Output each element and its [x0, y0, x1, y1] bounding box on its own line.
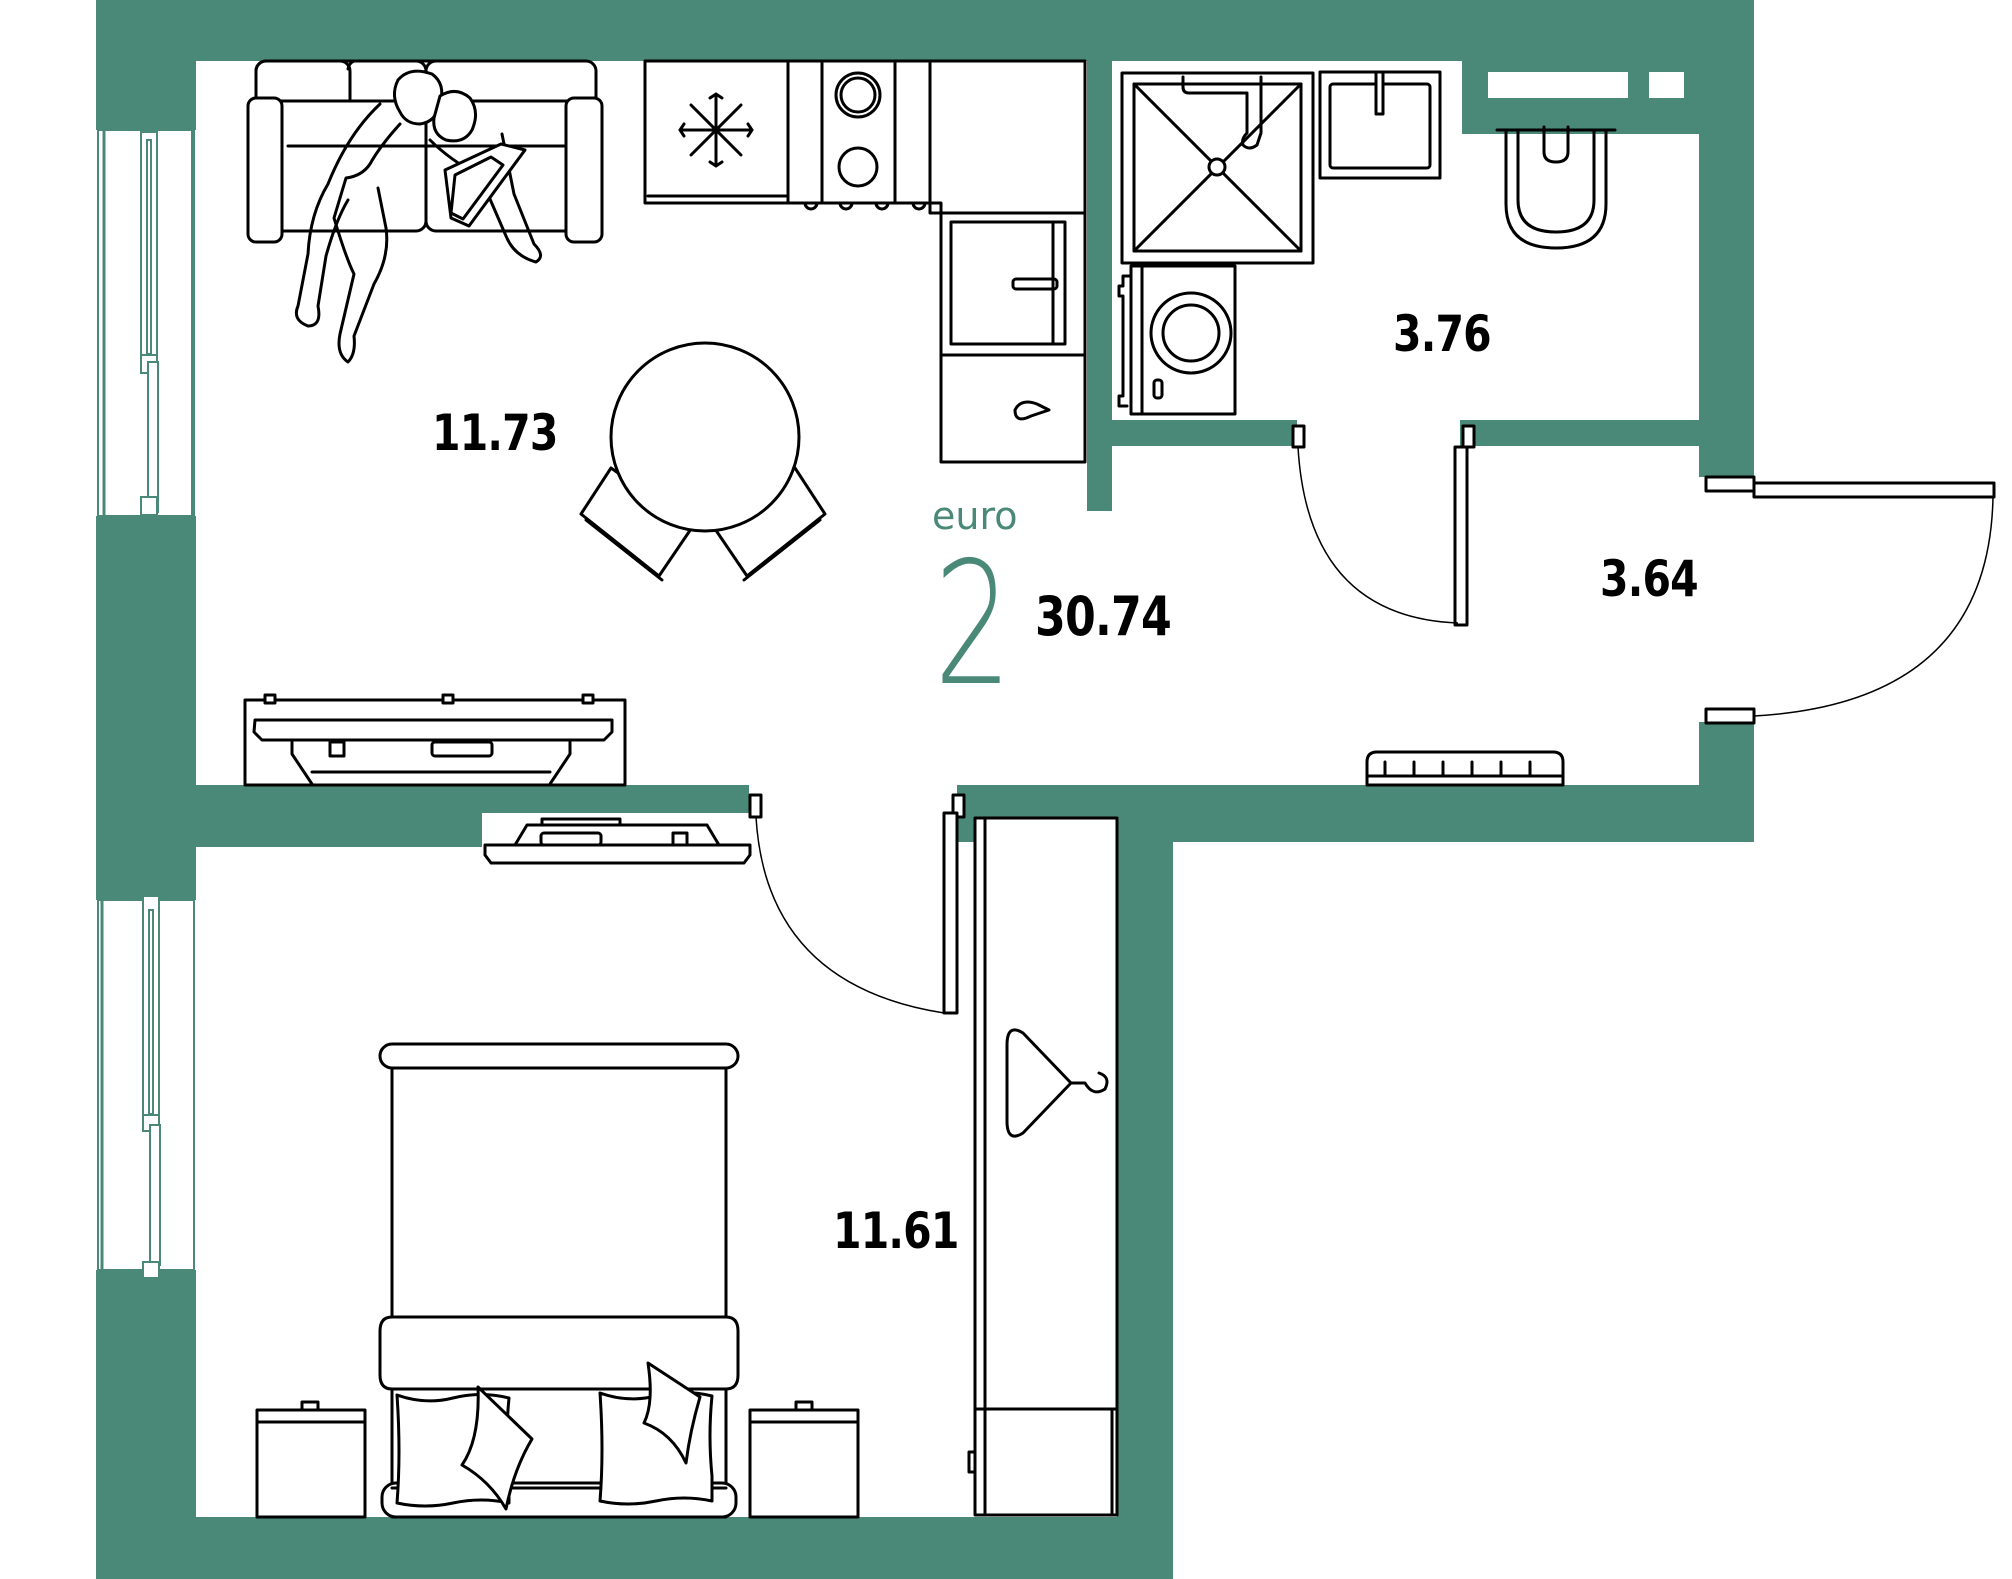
tv-icon: [483, 817, 752, 865]
toilet-icon: [1495, 125, 1617, 250]
nightstand-icon: [748, 1400, 860, 1519]
window-icon: [97, 895, 195, 1279]
wardrobe-icon: [967, 816, 1119, 1517]
door-icon: [748, 793, 966, 1015]
door-icon: [1291, 424, 1476, 627]
pillow-icon: [395, 1385, 534, 1511]
tv-icon: [243, 693, 627, 787]
radiator-icon: [1365, 750, 1565, 787]
dining-table-icon: [579, 341, 827, 582]
door-icon: [1704, 475, 1996, 725]
room-area-living-kitchen: 11.73: [432, 404, 558, 462]
snowflake-icon: [678, 92, 754, 168]
walls: [96, 0, 1754, 1579]
room-count: 2: [934, 526, 1012, 724]
nightstand-icon: [255, 1400, 367, 1519]
fridge-icon: [643, 59, 790, 205]
washing-machine-icon: [1117, 264, 1237, 416]
room-area-bathroom: 3.76: [1393, 305, 1492, 363]
sofa-icon: [246, 59, 604, 244]
sink-icon: [939, 211, 1087, 357]
counter: [928, 59, 1087, 215]
room-area-bedroom: 11.61: [833, 1202, 959, 1260]
room-area-hallway: 3.64: [1600, 550, 1699, 608]
hanger-icon: [1005, 1028, 1109, 1138]
washbasin-icon: [1318, 70, 1442, 180]
total-area: 30.74: [1035, 585, 1172, 648]
stove-icon: [786, 59, 932, 211]
pillow-icon: [598, 1361, 714, 1506]
dishwasher-icon: [939, 353, 1087, 464]
window-icon: [1488, 72, 1684, 98]
apartment-type-label: euro: [932, 494, 1018, 538]
bed-icon: [378, 1042, 740, 1519]
window-icon: [97, 129, 195, 517]
shower-icon: [1120, 71, 1315, 265]
people-icon: [294, 69, 542, 364]
